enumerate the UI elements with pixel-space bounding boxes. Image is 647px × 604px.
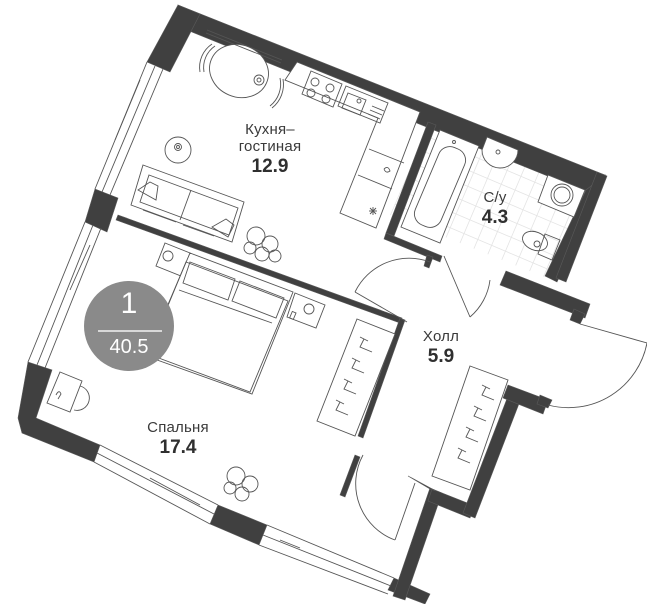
nightstand (286, 292, 326, 329)
wall-pillar-bottom (209, 504, 268, 546)
chair (199, 43, 216, 73)
cabinet-divider (368, 148, 405, 164)
room-area: 4.3 (481, 206, 509, 228)
door-closet (355, 454, 416, 541)
wall-hall-top-step (502, 384, 549, 415)
room-area: 5.9 (427, 345, 455, 367)
wall-hall-step (427, 488, 476, 519)
badge-divider (98, 330, 162, 332)
apartment-badge: 1 40.5 (84, 281, 174, 371)
window-bedroom-left (27, 221, 102, 369)
sofa (130, 164, 245, 243)
plant (223, 466, 259, 502)
room-label-bathroom: С/у 4.3 (481, 189, 509, 228)
door-entrance (547, 323, 647, 409)
stove (301, 70, 343, 108)
room-area: 17.4 (159, 436, 197, 458)
wall-bathroom-bottom (499, 270, 591, 319)
cabinet-divider (357, 174, 393, 190)
bathtub (400, 129, 480, 244)
tap-icon (383, 166, 391, 173)
wardrobe-bedroom (316, 318, 396, 437)
sink (337, 85, 389, 124)
wall-corner-bottom-left (17, 361, 101, 463)
wall-hall-right-lower (392, 487, 443, 601)
room-label-bedroom: Спальня 17.4 (147, 419, 209, 458)
rooms-count: 1 (120, 287, 138, 320)
washbasin (481, 136, 519, 169)
room-name: Спальня (147, 419, 209, 436)
wall-partition-bedroom-hall-lower (339, 454, 361, 498)
wardrobe-hall (431, 365, 509, 491)
wall-bathroom-right-outer (555, 171, 608, 283)
window-kitchen-left (94, 61, 164, 196)
room-name: гостиная (238, 137, 302, 155)
door-bathroom (443, 255, 491, 318)
room-name: С/у (483, 189, 507, 206)
room-area: 12.9 (251, 155, 289, 177)
total-area: 40.5 (109, 336, 149, 358)
wall-corner-top-left (146, 4, 201, 73)
wall-pillar-left-middle (84, 188, 119, 233)
window-bedroom-bottom-right (258, 524, 395, 595)
chair (269, 77, 284, 109)
washing-machine (537, 174, 586, 218)
round-side-table (164, 136, 192, 164)
wall-shelf (205, 32, 282, 64)
plant (243, 226, 282, 263)
toilet (522, 230, 561, 261)
window-bedroom-bottom-left (93, 444, 219, 525)
fridge-snowflake-icon (369, 207, 377, 215)
wall-shelf (206, 29, 283, 61)
wall-bathroom-lower-left (383, 232, 443, 263)
wall-partition-bedroom-hall (357, 317, 406, 439)
door-bedroom (354, 257, 431, 323)
room-label-kitchen-living: Кухня– гостиная 12.9 (238, 121, 302, 177)
room-name: Кухня– (245, 121, 295, 138)
room-label-hall: Холл 5.9 (422, 328, 460, 367)
desk (46, 371, 90, 413)
wall-hall-wardrobe (407, 475, 437, 492)
room-name: Холл (422, 328, 460, 345)
